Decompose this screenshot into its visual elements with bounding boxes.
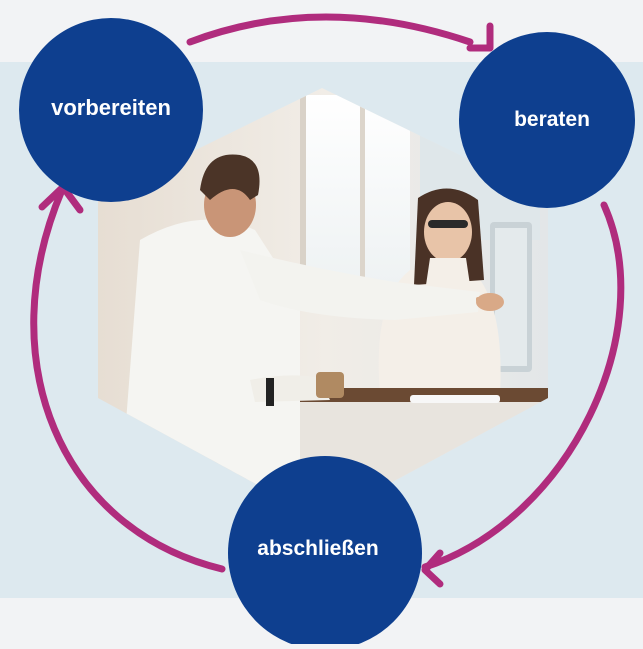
- step-node-conclude: [228, 456, 422, 649]
- step-node-advise: [459, 32, 635, 208]
- arrow-conclude-to-prepare: [30, 186, 226, 573]
- step-node-prepare: [19, 18, 203, 202]
- step-label-prepare: vorbereiten: [51, 95, 171, 120]
- arrow-prepare-to-advise: [186, 13, 474, 46]
- arrow-advise-to-conclude: [421, 201, 625, 571]
- arrow-advise-to-conclude-head: [421, 549, 444, 588]
- step-label-advise: beraten: [514, 108, 590, 131]
- step-label-conclude: abschließen: [257, 537, 379, 560]
- arrow-prepare-to-advise-head: [466, 22, 494, 52]
